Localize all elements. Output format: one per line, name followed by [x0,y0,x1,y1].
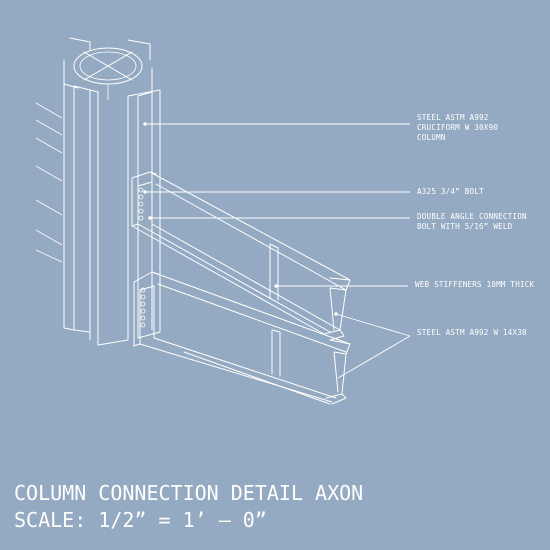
wall-hatch-lines [35,102,63,263]
drawing-title: COLUMN CONNECTION DETAIL AXON [14,481,364,505]
upper-beam-connection [131,171,351,341]
label-column: STEEL ASTM A992 CRUCIFORM W 30X90 COLUMN [417,113,499,142]
leader-lines [143,122,411,379]
drawing-scale: SCALE: 1/2” = 1’ – 0” [14,508,267,532]
label-bolt: A325 3/4” BOLT [417,187,484,196]
label-double-angle: DOUBLE ANGLE CONNECTION BOLT WITH 5/16” … [417,212,527,231]
bolt-group-upper [138,187,144,221]
cruciform-column [63,37,161,346]
lower-beam-connection [133,271,351,405]
label-web-stiffeners: WEB STIFFENERS 10MM THICK [415,280,535,289]
label-beam: STEEL ASTM A992 W 14X30 [417,328,527,337]
bolt-group-lower [140,287,146,328]
